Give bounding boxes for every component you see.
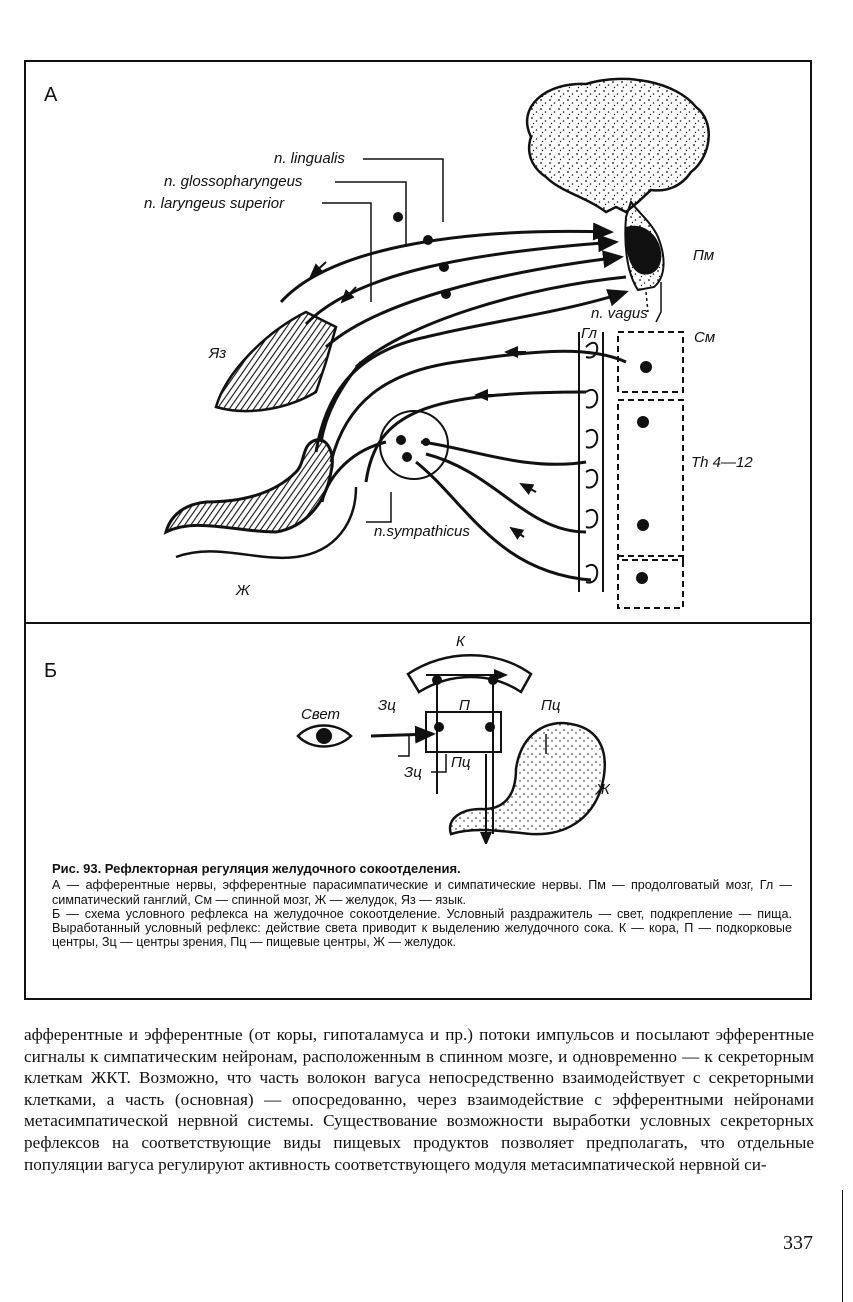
figure-93: А <box>24 60 812 1000</box>
label-th: Th 4—12 <box>691 454 753 471</box>
light-signal-line <box>371 734 433 736</box>
label-pts-top: Пц <box>541 697 561 714</box>
label-zh-b: Ж <box>595 781 611 798</box>
label-vagus: n. vagus <box>591 305 648 322</box>
label-pts-bottom: Пц <box>451 754 471 771</box>
figure-caption: Рис. 93. Рефлекторная регуляция желудочн… <box>52 862 792 950</box>
tongue-drawing <box>216 312 336 411</box>
label-glossopharyngeus: n. glossopharyngeus <box>164 173 303 190</box>
subcortex-dot-left <box>434 722 444 732</box>
label-zh-a: Ж <box>235 582 251 599</box>
label-k: К <box>456 633 466 650</box>
label-zts-bottom: Зц <box>404 764 422 781</box>
label-svet: Свет <box>301 706 340 723</box>
stomach-b-drawing <box>450 723 605 834</box>
nerve-dots <box>393 212 451 299</box>
stomach-drawing <box>166 440 356 558</box>
label-laryngeus: n. laryngeus superior <box>144 195 285 212</box>
label-zts-top: Зц <box>378 697 396 714</box>
margin-rule <box>842 1190 843 1302</box>
caption-title: Рис. 93. Рефлекторная регуляция желудочн… <box>52 862 792 876</box>
label-gl: Гл <box>581 325 598 342</box>
cortex-dot-right <box>488 675 498 685</box>
body-paragraph: афферентные и эфферентные (от коры, гипо… <box>24 1024 814 1175</box>
label-leaders <box>322 159 661 522</box>
label-sm: См <box>694 329 715 346</box>
panel-b-diagram: К Свет Зц П Пц Зц Пц Ж <box>26 624 810 844</box>
cortex-arc <box>408 655 531 692</box>
body-paragraph-text: афферентные и эфферентные (от коры, гипо… <box>24 1024 814 1175</box>
label-lingualis: n. lingualis <box>274 150 345 167</box>
caption-line-b: Б — схема условного рефлекса на желудочн… <box>52 907 792 950</box>
panel-a-diagram: n. lingualis n. glossopharyngeus n. lary… <box>26 62 810 620</box>
page-number: 337 <box>783 1232 813 1255</box>
cortex-dot-left <box>432 675 442 685</box>
label-yaz: Яз <box>208 345 226 362</box>
eye-icon <box>298 726 351 747</box>
subcortex-dot-right <box>485 722 495 732</box>
label-pm: Пм <box>693 247 714 264</box>
label-p: П <box>459 697 470 714</box>
caption-line-a: А — афферентные нервы, эфферентные парас… <box>52 878 792 907</box>
caption-body: А — афферентные нервы, эфферентные парас… <box>52 878 792 949</box>
spinal-cord-drawing <box>579 332 683 608</box>
label-sympathicus: n.sympathicus <box>374 523 470 540</box>
